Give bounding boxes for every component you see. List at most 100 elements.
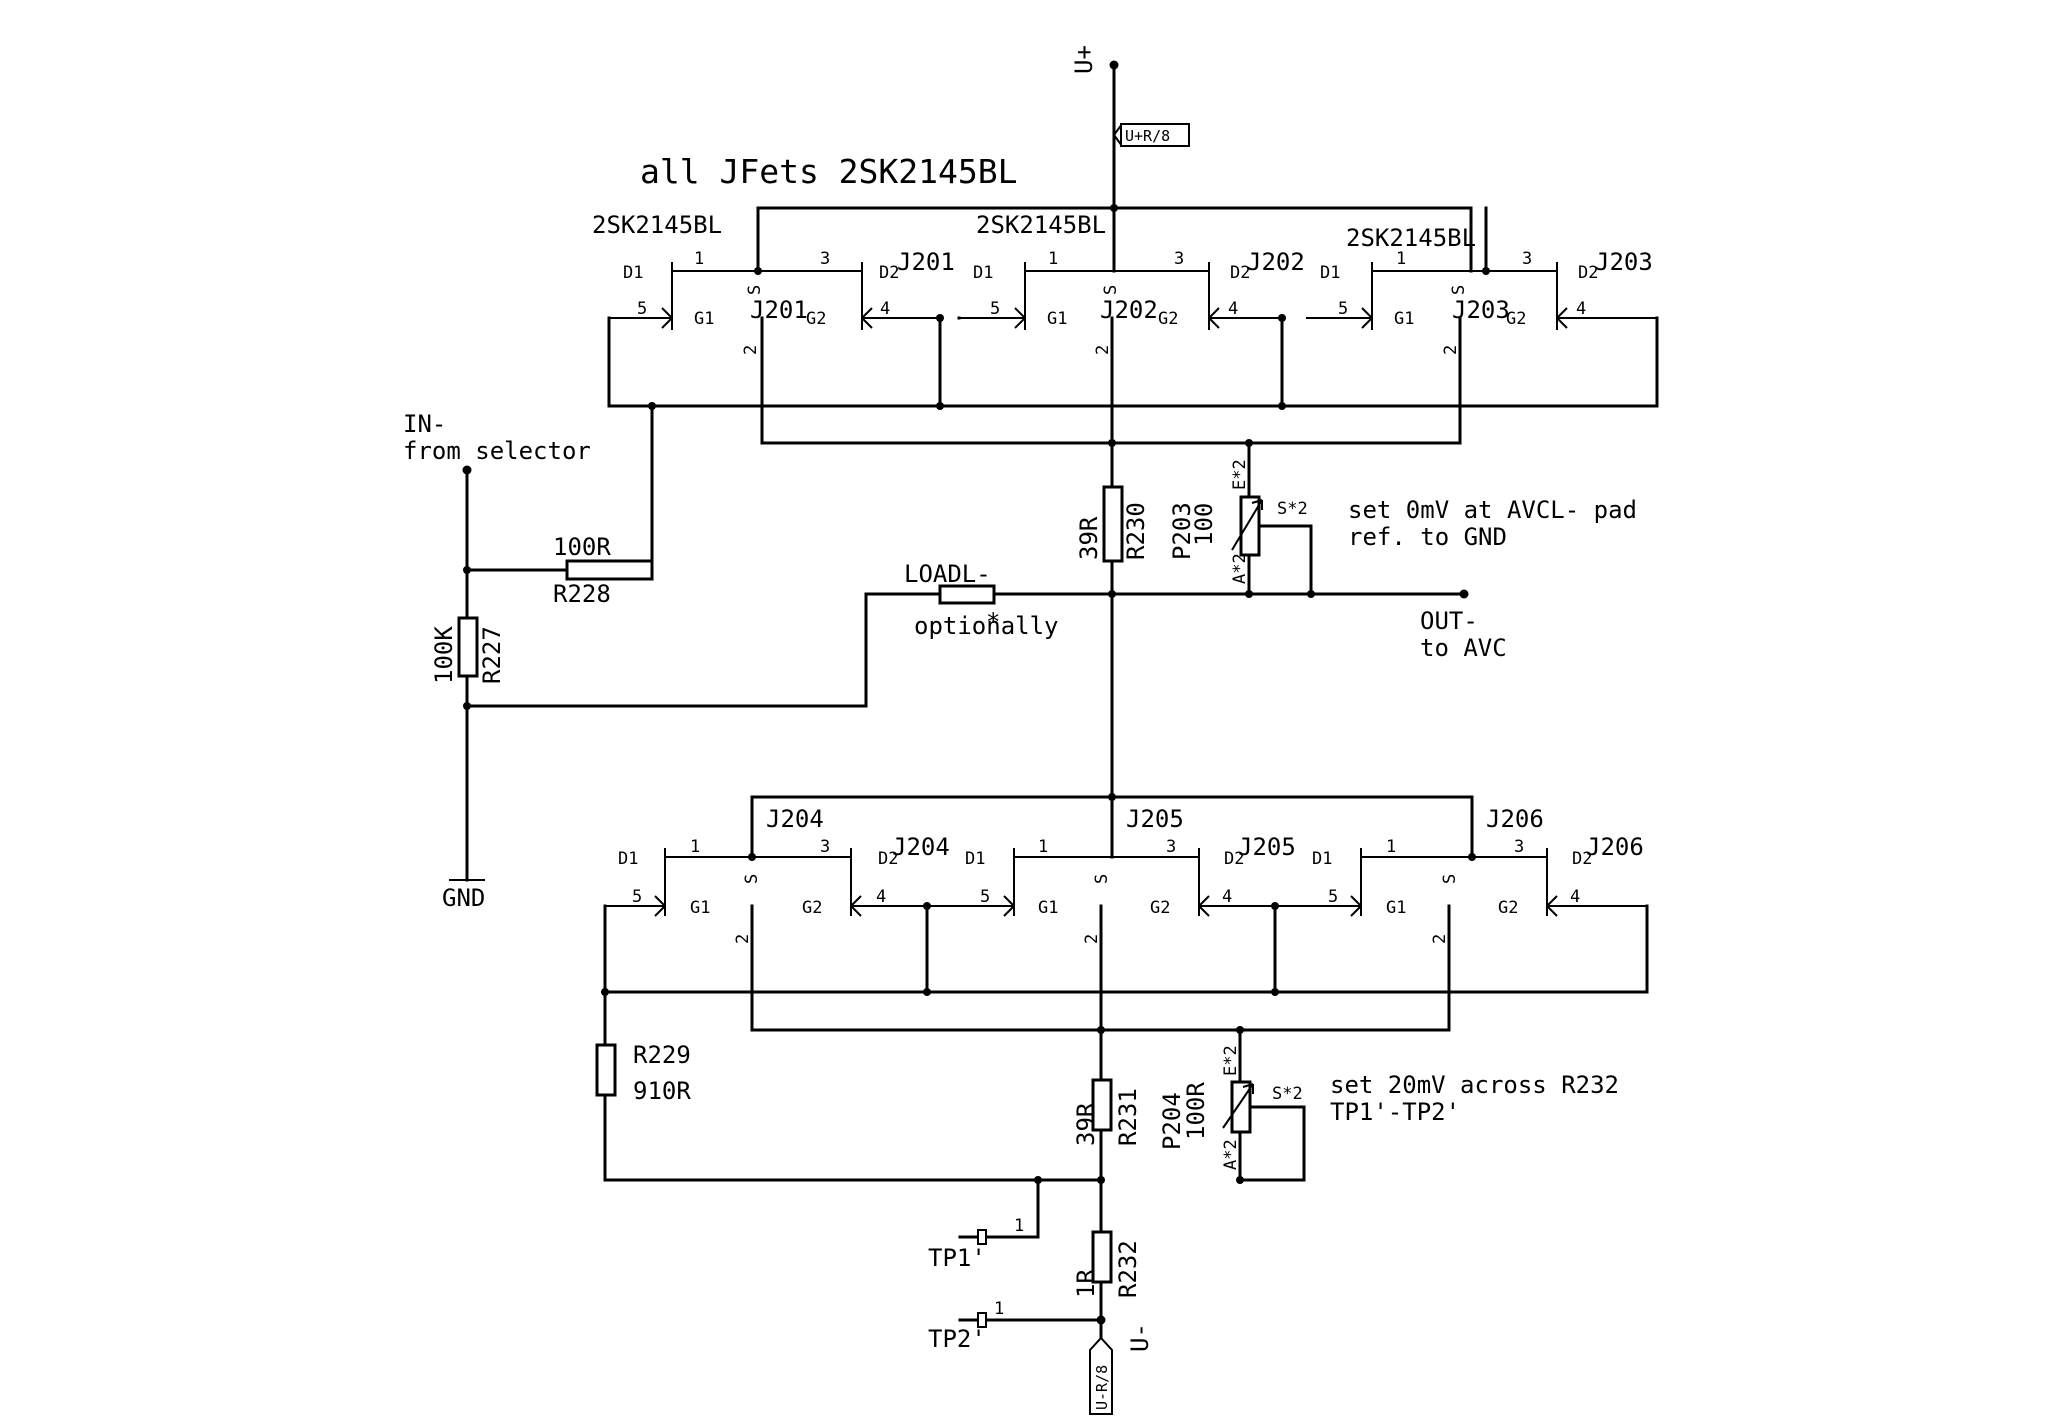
jfet-j204: J204 J204 D1 D2 G1 G2 S 1 3 5 4 2 xyxy=(605,805,950,1032)
pot-p203: P203 100 E*2 A*2 S*2 set 0mV at AVCL- pa… xyxy=(1168,441,1637,598)
testpoint-tp1: 1 TP1' xyxy=(928,1178,1040,1272)
resistor-r228 xyxy=(565,559,654,581)
j203-name: J203 xyxy=(1595,248,1653,276)
j206-p1: 1 xyxy=(1386,837,1396,857)
j204-label: J204 xyxy=(766,805,824,833)
j202-d1: D1 xyxy=(973,263,993,283)
p204-a: A*2 xyxy=(1221,1139,1241,1170)
j205-g1: G1 xyxy=(1038,898,1058,918)
j203-p2: 2 xyxy=(1441,345,1461,355)
j203-p3: 3 xyxy=(1522,249,1532,269)
j202-type: 2SK2145BL xyxy=(976,211,1106,239)
loadl-marker: * xyxy=(986,608,1000,636)
r228-name: R228 xyxy=(553,580,611,608)
j206-d2: D2 xyxy=(1572,849,1592,869)
j206-p2: 2 xyxy=(1430,934,1450,944)
j202-p4: 4 xyxy=(1228,299,1238,319)
j201-p3: 3 xyxy=(820,249,830,269)
positive-supply: U+ U+R/8 xyxy=(1070,45,1190,210)
negative-supply-flag-text: U-R/8 xyxy=(1093,1365,1111,1410)
j201-s: S xyxy=(745,285,765,295)
j206-p3: 3 xyxy=(1514,837,1524,857)
j201-type: 2SK2145BL xyxy=(592,211,722,239)
j206-s: S xyxy=(1440,874,1460,884)
j206-p4: 4 xyxy=(1570,887,1580,907)
tp2-pin: 1 xyxy=(994,1299,1004,1319)
j203-g1: G1 xyxy=(1394,309,1414,329)
j204-p4: 4 xyxy=(876,887,886,907)
j205-label: J205 xyxy=(1126,805,1184,833)
j205-p1: 1 xyxy=(1038,837,1048,857)
p204-e: E*2 xyxy=(1221,1045,1241,1076)
j201-p1: 1 xyxy=(694,249,704,269)
r230-name: R230 xyxy=(1122,502,1150,560)
jfet-j202: 2SK2145BL J202 J202 D1 D2 G1 G2 S 1 3 5 … xyxy=(959,211,1305,445)
j202-p1: 1 xyxy=(1048,249,1058,269)
j203-d2: D2 xyxy=(1578,263,1598,283)
tp1-name: TP1' xyxy=(928,1244,986,1272)
j206-p5: 5 xyxy=(1328,887,1338,907)
j201-p5: 5 xyxy=(637,299,647,319)
r231-name: R231 xyxy=(1114,1088,1142,1146)
j201-g2: G2 xyxy=(806,309,826,329)
j201-name: J201 xyxy=(897,248,955,276)
j204-p3: 3 xyxy=(820,837,830,857)
p204-note-line2: TP1'-TP2' xyxy=(1330,1098,1460,1126)
j206-g2: G2 xyxy=(1498,898,1518,918)
input-label-line1: IN- xyxy=(403,410,446,438)
j204-p1: 1 xyxy=(690,837,700,857)
p203-name: P203 xyxy=(1168,502,1196,560)
upper-jfet-bank: 2SK2145BL J201 J201 D1 D2 G1 G2 S 1 3 5 … xyxy=(592,204,1659,447)
j201-p2: 2 xyxy=(741,345,761,355)
j203-type: 2SK2145BL xyxy=(1346,224,1476,252)
r228-value: 100R xyxy=(553,533,611,561)
r232-name: R232 xyxy=(1114,1240,1142,1298)
r227-value: 100K xyxy=(430,626,458,684)
j206-d1: D1 xyxy=(1312,849,1332,869)
lower-jfet-bank: J204 J204 D1 D2 G1 G2 S 1 3 5 4 2 J205 J… xyxy=(601,793,1649,1034)
jfet-j205: J205 J205 D1 D2 G1 G2 S 1 3 5 4 2 xyxy=(927,805,1296,1032)
j204-g1: G1 xyxy=(690,898,710,918)
j203-s: S xyxy=(1449,285,1469,295)
testpoint-tp2: 1 TP2' xyxy=(928,1299,1103,1353)
j203-p1: 1 xyxy=(1396,249,1406,269)
r230-value: 39R xyxy=(1075,516,1103,560)
p203-value: 100 xyxy=(1190,503,1218,546)
supply-negative-label: U- xyxy=(1126,1323,1154,1352)
j201-p4: 4 xyxy=(880,299,890,319)
supply-positive-label: U+ xyxy=(1070,45,1098,74)
j205-name: J205 xyxy=(1238,833,1296,861)
p204-value: 100R xyxy=(1182,1082,1210,1140)
j202-g1: G1 xyxy=(1047,309,1067,329)
diagram-title: all JFets 2SK2145BL xyxy=(640,152,1018,191)
jfet-j203: 2SK2145BL J203 J203 D1 D2 G1 G2 S 1 3 5 … xyxy=(1306,206,1657,445)
resistor-r230 xyxy=(1102,485,1124,563)
j206-label: J206 xyxy=(1486,805,1544,833)
positive-supply-flag xyxy=(1120,123,1190,147)
j206-g1: G1 xyxy=(1386,898,1406,918)
j205-s: S xyxy=(1092,874,1112,884)
negative-supply-flag xyxy=(1089,1336,1113,1415)
j204-d2: D2 xyxy=(878,849,898,869)
r229-value: 910R xyxy=(633,1077,691,1105)
jfet-j201: 2SK2145BL J201 J201 D1 D2 G1 G2 S 1 3 5 … xyxy=(592,211,955,445)
input-network: IN- from selector 100R R228 100K R227 GN… xyxy=(403,404,942,912)
j201-label: J201 xyxy=(750,296,808,324)
r232-value: 1R xyxy=(1072,1269,1100,1298)
upper-source-network: 39R R230 OUT- to AVC P203 100 E*2 A*2 S*… xyxy=(1075,441,1637,799)
pot-p204: P204 100R E*2 A*2 S*2 set 20mV across R2… xyxy=(1158,1028,1619,1184)
j203-label: J203 xyxy=(1452,296,1510,324)
j205-p5: 5 xyxy=(980,887,990,907)
resistor-r227 xyxy=(457,616,479,678)
loadl-resistor: LOADL- optionally * xyxy=(904,560,1114,640)
p204-s: S*2 xyxy=(1272,1084,1303,1104)
p204-name: P204 xyxy=(1158,1092,1186,1150)
j204-name: J204 xyxy=(892,833,950,861)
j201-d2: D2 xyxy=(879,263,899,283)
j203-g2: G2 xyxy=(1506,309,1526,329)
j204-s: S xyxy=(742,874,762,884)
j205-d2: D2 xyxy=(1224,849,1244,869)
j202-d2: D2 xyxy=(1230,263,1250,283)
j204-p5: 5 xyxy=(632,887,642,907)
